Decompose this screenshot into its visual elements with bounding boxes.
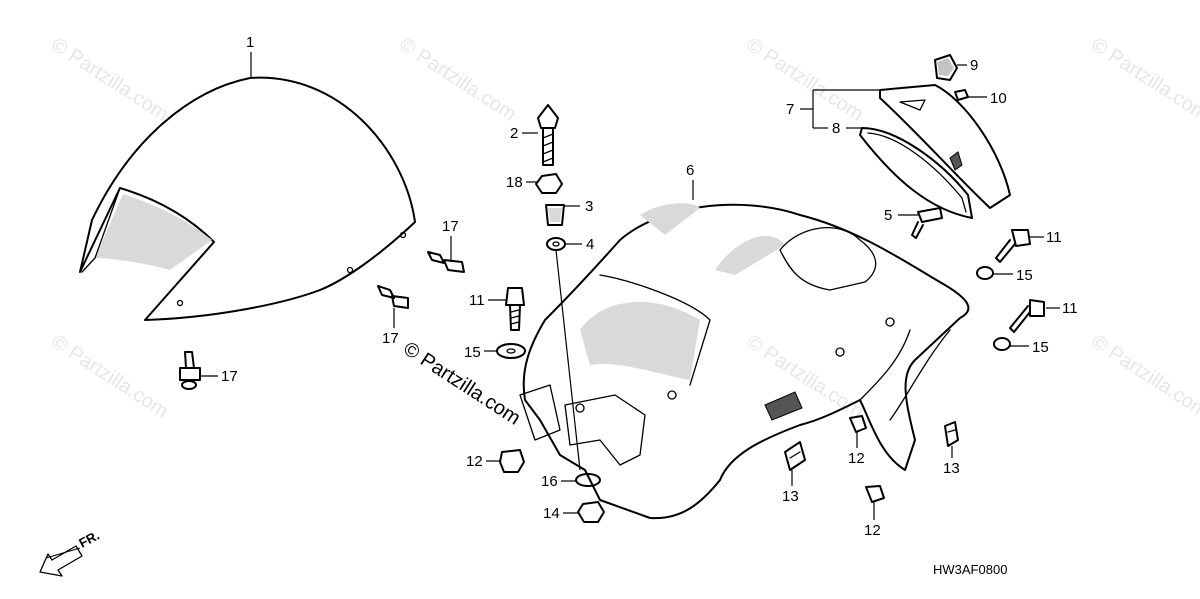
callout-5: 5: [884, 207, 892, 224]
part-1-top-cover[interactable]: [79, 76, 416, 321]
part-15-washer-lower-right[interactable]: [993, 337, 1011, 351]
callout-3: 3: [585, 198, 593, 215]
callout-12-left: 12: [466, 453, 483, 470]
callout-7: 7: [786, 101, 794, 118]
callout-14: 14: [543, 505, 560, 522]
part-10-screw[interactable]: [954, 89, 969, 101]
callout-8: 8: [832, 120, 840, 137]
watermark-center: © Partzilla.com: [399, 338, 524, 430]
watermark: © Partzilla.com: [742, 34, 867, 126]
part-17-screw-middle[interactable]: [377, 285, 409, 309]
watermark: © Partzilla.com: [742, 331, 867, 423]
watermark: © Partzilla.com: [395, 34, 520, 126]
callout-13-middle: 13: [782, 488, 799, 505]
part-5-fastener[interactable]: [911, 207, 943, 239]
callout-13-right: 13: [943, 460, 960, 477]
callout-17-middle: 17: [382, 330, 399, 347]
callout-4: 4: [586, 236, 594, 253]
callout-1: 1: [246, 34, 254, 51]
front-direction-arrow-icon: FR.: [39, 528, 102, 577]
part-16-washer[interactable]: [575, 473, 601, 487]
part-11-bolt-upper-right[interactable]: [995, 229, 1031, 263]
callouts: 1 2 18 3 4 6 7 8 9 10 5 11 15 11 15: [200, 34, 1078, 539]
watermark: © Partzilla.com: [47, 331, 172, 423]
part-13-clip-right[interactable]: [944, 421, 959, 447]
callout-15-lower-right: 15: [1032, 339, 1049, 356]
callout-10: 10: [990, 90, 1007, 107]
callout-15-left: 15: [464, 344, 481, 361]
part-13-clip-middle[interactable]: [784, 441, 806, 471]
part-9-clip[interactable]: [934, 54, 958, 81]
part-12-nut-left[interactable]: [499, 449, 525, 473]
part-11-bolt-left[interactable]: [505, 287, 525, 331]
part-4-washer[interactable]: [546, 237, 566, 251]
watermark: © Partzilla.com: [1087, 34, 1200, 126]
callout-12-middle: 12: [848, 450, 865, 467]
part-17-screw-lower[interactable]: [179, 351, 201, 390]
callout-16: 16: [541, 473, 558, 490]
part-18-nut[interactable]: [535, 173, 563, 194]
callout-6: 6: [686, 162, 694, 179]
part-11-bolt-lower-right[interactable]: [1009, 299, 1045, 333]
part-17-screw-upper[interactable]: [427, 251, 465, 273]
callout-12-bottom: 12: [864, 522, 881, 539]
fr-label: FR.: [76, 528, 102, 551]
part-7-lid[interactable]: [879, 84, 1011, 209]
part-14-nut[interactable]: [577, 501, 605, 523]
part-12-nut-bottom[interactable]: [865, 485, 885, 503]
callout-11-lower-right: 11: [1062, 300, 1078, 317]
callout-18: 18: [506, 174, 523, 191]
watermark: © Partzilla.com: [1087, 331, 1200, 423]
part-15-washer-left[interactable]: [496, 343, 526, 359]
callout-17-upper: 17: [442, 218, 459, 235]
watermark: © Partzilla.com: [47, 34, 172, 126]
part-6-inner-fender[interactable]: [519, 203, 970, 520]
callout-11-upper-right: 11: [1046, 229, 1062, 246]
part-15-washer-upper-right[interactable]: [976, 266, 994, 280]
part-2-pin[interactable]: [537, 104, 559, 166]
part-3-grommet[interactable]: [545, 204, 565, 226]
part-8-seal[interactable]: [859, 127, 973, 219]
callout-15-upper-right: 15: [1016, 267, 1033, 284]
part-12-nut-middle[interactable]: [849, 415, 867, 433]
diagram-code: HW3AF0800: [933, 562, 1007, 577]
callout-17-lower: 17: [221, 368, 238, 385]
callout-9: 9: [970, 57, 978, 74]
callout-11-left: 11: [469, 292, 485, 309]
callout-2: 2: [510, 125, 518, 142]
